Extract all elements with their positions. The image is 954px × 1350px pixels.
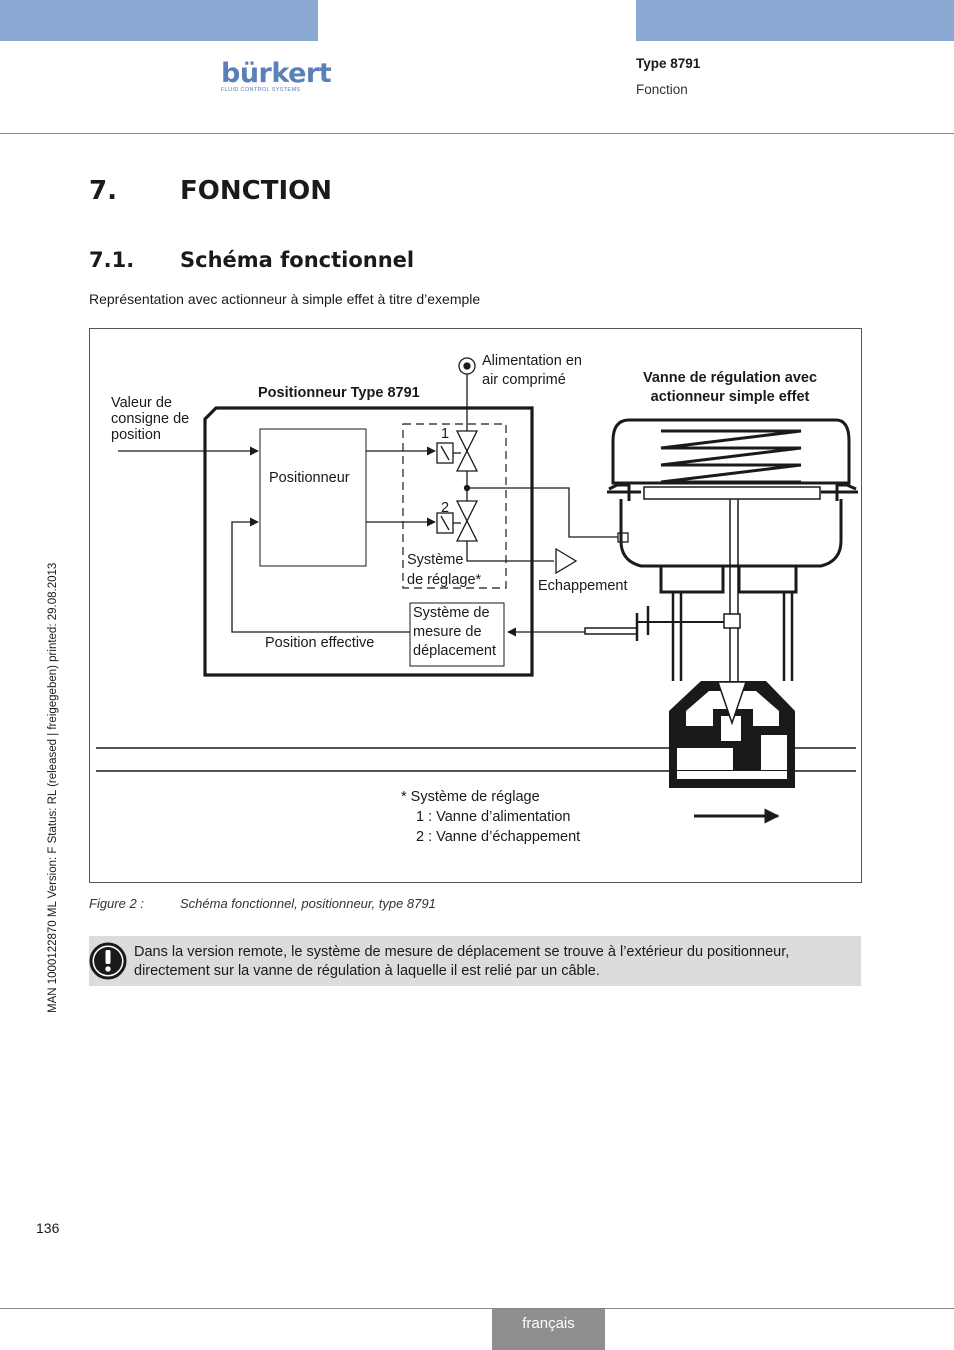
intro-text: Représentation avec actionneur à simple … xyxy=(89,291,481,307)
label-alimentation-2: air comprimé xyxy=(482,372,566,388)
legend-line-1: * Système de réglage xyxy=(401,789,540,805)
diagram-frame: Valeur de consigne de position Positionn… xyxy=(89,328,862,883)
heading2-number: 7.1. xyxy=(89,248,135,272)
positionneur-block xyxy=(259,428,367,567)
heading1-title: FONCTION xyxy=(180,176,332,206)
label-mesure-2: mesure de xyxy=(413,624,482,640)
header-section: Fonction xyxy=(636,82,688,97)
label-valve1: 1 xyxy=(441,426,450,442)
reglage-box xyxy=(402,423,507,589)
legend-line-3: 2 : Vanne d’échappement xyxy=(416,829,581,845)
legend-line-2: 1 : Vanne d’alimentation xyxy=(416,809,571,825)
figure-caption-label: Figure 2 : xyxy=(89,896,144,911)
label-systeme-reglage: Système de réglage* xyxy=(407,550,481,590)
header-bar-right xyxy=(636,0,954,41)
spring xyxy=(660,429,802,484)
label-mesure: Système de mesure de déplacement xyxy=(413,604,496,661)
heading1-number: 7. xyxy=(89,176,117,206)
label-position-effective: Position effective xyxy=(265,635,375,651)
label-valeur-2: consigne de xyxy=(111,411,190,427)
logo-word: bürkert xyxy=(221,58,332,89)
label-positioner-title: Positionneur Type 8791 xyxy=(258,385,420,401)
diagram-legend: * Système de réglage 1 : Vanne d’aliment… xyxy=(401,787,580,847)
footer-rule xyxy=(0,1308,954,1309)
exclamation-icon xyxy=(89,942,127,980)
label-valeur: Valeur de consigne de position xyxy=(111,395,189,443)
label-mesure-3: déplacement xyxy=(413,643,497,659)
label-systeme-reglage-2: de réglage* xyxy=(407,572,482,588)
label-valeur-1: Valeur de xyxy=(111,395,172,411)
header-rule xyxy=(0,133,954,134)
label-valeur-3: position xyxy=(111,427,161,443)
diagram-drawing xyxy=(96,357,858,824)
language-tab[interactable]: français xyxy=(492,1309,605,1350)
exhaust-symbol xyxy=(555,547,578,575)
label-positionneur: Positionneur xyxy=(269,470,350,486)
label-systeme-reglage-1: Système xyxy=(407,552,464,568)
header-type: Type 8791 xyxy=(636,56,701,71)
header-bar-left xyxy=(0,0,318,41)
burkert-logo: bürkert FLUID CONTROL SYSTEMS xyxy=(221,58,332,94)
label-valve-title: Vanne de régulation avec actionneur simp… xyxy=(628,369,832,407)
label-valve-title-2: actionneur simple effet xyxy=(650,389,810,405)
label-alimentation: Alimentation en air comprimé xyxy=(482,352,582,390)
logo-tagline: FLUID CONTROL SYSTEMS xyxy=(221,87,301,93)
page-number: 136 xyxy=(36,1220,60,1236)
positioner-box xyxy=(203,406,534,677)
label-alimentation-1: Alimentation en xyxy=(482,353,582,369)
note-text: Dans la version remote, le système de me… xyxy=(134,944,790,979)
heading2-title: Schéma fonctionnel xyxy=(180,248,415,272)
document-status-text: MAN 1000122870 ML Version: F Status: RL … xyxy=(47,562,59,1013)
label-echappement: Echappement xyxy=(538,578,628,594)
warning-note: Dans la version remote, le système de me… xyxy=(89,936,861,986)
label-valve2: 2 xyxy=(441,500,450,516)
mesure-block xyxy=(409,602,505,667)
label-mesure-1: Système de xyxy=(413,605,490,621)
figure-caption-text: Schéma fonctionnel, positionneur, type 8… xyxy=(180,896,436,911)
label-valve-title-1: Vanne de régulation avec xyxy=(642,370,818,386)
